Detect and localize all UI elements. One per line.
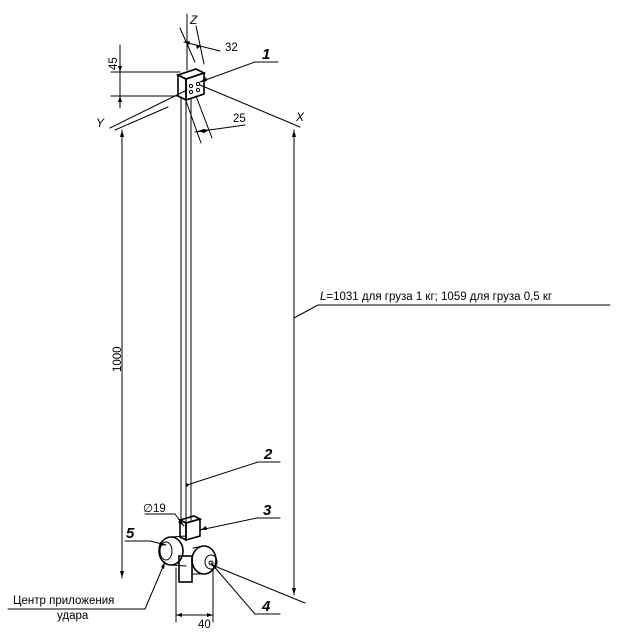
dim-25-value: 25 xyxy=(233,113,246,125)
dim-45: 45 xyxy=(108,44,181,109)
dim-32: 32 xyxy=(179,25,238,65)
callout-2-label: 2 xyxy=(263,446,273,463)
x-axis-label: X xyxy=(295,110,305,124)
y-axis-label: Y xyxy=(96,116,105,130)
x-axis: X xyxy=(199,84,305,128)
callout-5-label: 5 xyxy=(126,525,135,542)
dim-45-value: 45 xyxy=(108,57,120,70)
impact-center-line2: удара xyxy=(57,610,89,622)
dim-1000: 1000 xyxy=(112,106,169,579)
callout-1-label: 1 xyxy=(262,46,270,63)
callout-3: 3 xyxy=(199,502,281,531)
callout-4: 4 xyxy=(210,562,281,615)
dim-1000-value: 1000 xyxy=(112,346,124,372)
dim-40: 40 xyxy=(175,567,214,631)
length-note: L=1031 для груза 1 кг; 1059 для груза 0,… xyxy=(320,291,552,303)
rod xyxy=(180,96,192,525)
z-axis-label: Z xyxy=(189,13,198,27)
dim-40-value: 40 xyxy=(198,619,211,631)
callout-1: 1 xyxy=(199,46,279,83)
dim-32-value: 32 xyxy=(225,42,238,54)
weight-disc xyxy=(191,545,218,575)
dim-25: 25 xyxy=(185,95,246,144)
dim-19-value: ∅19 xyxy=(143,503,166,515)
impact-center-line1: Центр приложения xyxy=(13,595,114,607)
impact-center: Центр приложения удара xyxy=(7,561,166,622)
callout-3-label: 3 xyxy=(263,502,272,519)
callout-2: 2 xyxy=(185,446,281,487)
dim-L: L=1031 для груза 1 кг; 1059 для груза 0,… xyxy=(211,129,611,604)
striker xyxy=(158,535,187,567)
dim-19: ∅19 xyxy=(143,503,185,527)
clamp-block xyxy=(177,515,203,583)
top-block xyxy=(175,68,207,102)
callout-4-label: 4 xyxy=(261,598,271,615)
callout-5: 5 xyxy=(124,525,167,546)
